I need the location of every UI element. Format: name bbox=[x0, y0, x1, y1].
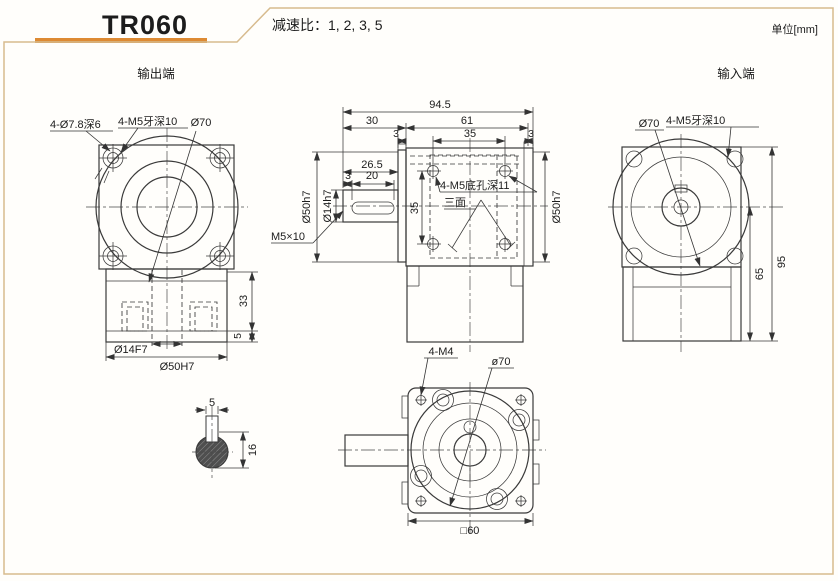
bolt-circle-label: Ø70 bbox=[639, 118, 660, 130]
unit-label: 单位[mm] bbox=[772, 22, 818, 36]
side-dims-left: Ø50h7 Ø14h7 M5×10 bbox=[271, 151, 398, 263]
side-tap-holes bbox=[425, 163, 513, 252]
input-end-caption: 输入端 bbox=[717, 66, 755, 81]
input-dims: 65 95 bbox=[741, 146, 788, 342]
corner-holes-label: 4-Ø7.8深6 bbox=[50, 118, 101, 131]
bottom-shaft bbox=[344, 434, 409, 467]
accent-bar bbox=[35, 38, 207, 43]
side-view: 94.5 30 61 3 35 3 26.5 3 20 bbox=[271, 99, 563, 352]
input-hub bbox=[661, 187, 701, 227]
dim-key-len: 20 bbox=[366, 170, 378, 182]
dim-front: 30 bbox=[366, 115, 378, 127]
mount-block bbox=[406, 265, 524, 343]
dim-33: 33 bbox=[238, 295, 250, 307]
dim-holes-span-h: 35 bbox=[464, 128, 476, 140]
axial-tap-label: M5×10 bbox=[271, 231, 305, 243]
header: TR060 减速比：1, 2, 3, 5 单位[mm] 输出端 输入端 bbox=[102, 10, 818, 81]
bottom-square bbox=[407, 387, 534, 514]
bolt-circle bbox=[95, 135, 239, 279]
side-dims-mid: 35 4-M5底孔深11 三面 bbox=[409, 170, 538, 245]
input-end-view: Ø70 4-M5牙深10 65 95 bbox=[608, 114, 788, 352]
output-end-view: 4-Ø7.8深6 4-M5牙深10 Ø70 33 5 Ø14F7 Ø50H7 bbox=[50, 115, 258, 373]
dim-5-step: 5 bbox=[232, 333, 244, 339]
dim-center-to-base: 65 bbox=[754, 268, 766, 280]
bolt-circle-label: ø70 bbox=[492, 356, 511, 368]
keyway-hole bbox=[463, 420, 477, 434]
housing-circle bbox=[410, 390, 530, 510]
dim-plate-left: 3 bbox=[393, 128, 399, 140]
model-title: TR060 bbox=[102, 10, 188, 40]
housing-body bbox=[622, 266, 742, 342]
three-faces-label: 三面 bbox=[444, 197, 466, 209]
dim-spigot-left: Ø50h7 bbox=[301, 190, 313, 223]
sheet-frame bbox=[3, 7, 834, 575]
side-taps-label: 4-M5底孔深11 bbox=[440, 178, 509, 192]
output-end-caption: 输出端 bbox=[137, 66, 175, 81]
key-section-view: 5 16 bbox=[192, 397, 259, 478]
dim-spigot: Ø50H7 bbox=[160, 361, 195, 373]
dim-mid: 61 bbox=[461, 115, 473, 127]
corner-taps-label: 4-M5牙深10 bbox=[666, 114, 725, 127]
gear-body bbox=[405, 147, 534, 267]
dim-shaft-len: 26.5 bbox=[361, 159, 382, 171]
flange-bolt-holes bbox=[410, 389, 530, 510]
hidden-body-lines bbox=[410, 154, 520, 259]
corner-tap-holes bbox=[625, 150, 744, 265]
side-dims-top: 94.5 30 61 3 35 3 26.5 3 20 bbox=[342, 99, 534, 200]
face-indication-lines bbox=[447, 199, 516, 253]
corner-bolt-holes bbox=[94, 144, 234, 270]
dim-holes-span-v: 35 bbox=[409, 202, 421, 214]
bolt-circle-label: Ø70 bbox=[191, 117, 212, 129]
hidden-details bbox=[121, 270, 218, 346]
dim-spigot-right: Ø50h7 bbox=[551, 190, 563, 223]
corner-tap-holes bbox=[415, 394, 527, 507]
ratio-label: 减速比：1, 2, 3, 5 bbox=[272, 17, 383, 33]
dim-key-offset: 3 bbox=[345, 170, 351, 182]
corner-taps-label: 4-M4 bbox=[428, 346, 453, 358]
dim-shaft-height: 16 bbox=[247, 444, 259, 456]
dim-square: □60 bbox=[461, 525, 480, 537]
border-outline bbox=[3, 7, 834, 575]
dim-bore: Ø14F7 bbox=[114, 344, 148, 356]
hub-keyway bbox=[674, 184, 688, 193]
dim-shaft-dia: Ø14h7 bbox=[322, 189, 334, 222]
dim-key-width: 5 bbox=[209, 397, 215, 409]
shaft-key-slot bbox=[351, 201, 395, 215]
side-dims-right: Ø50h7 bbox=[533, 151, 563, 263]
dim-plate-right: 3 bbox=[528, 128, 534, 140]
bottom-view: 4-M4 ø70 □60 bbox=[338, 346, 546, 537]
corner-taps-label: 4-M5牙深10 bbox=[118, 115, 177, 128]
dim-total-height: 95 bbox=[776, 256, 788, 268]
dim-total: 94.5 bbox=[429, 99, 450, 111]
output-dims: 33 5 Ø14F7 Ø50H7 bbox=[105, 271, 258, 373]
